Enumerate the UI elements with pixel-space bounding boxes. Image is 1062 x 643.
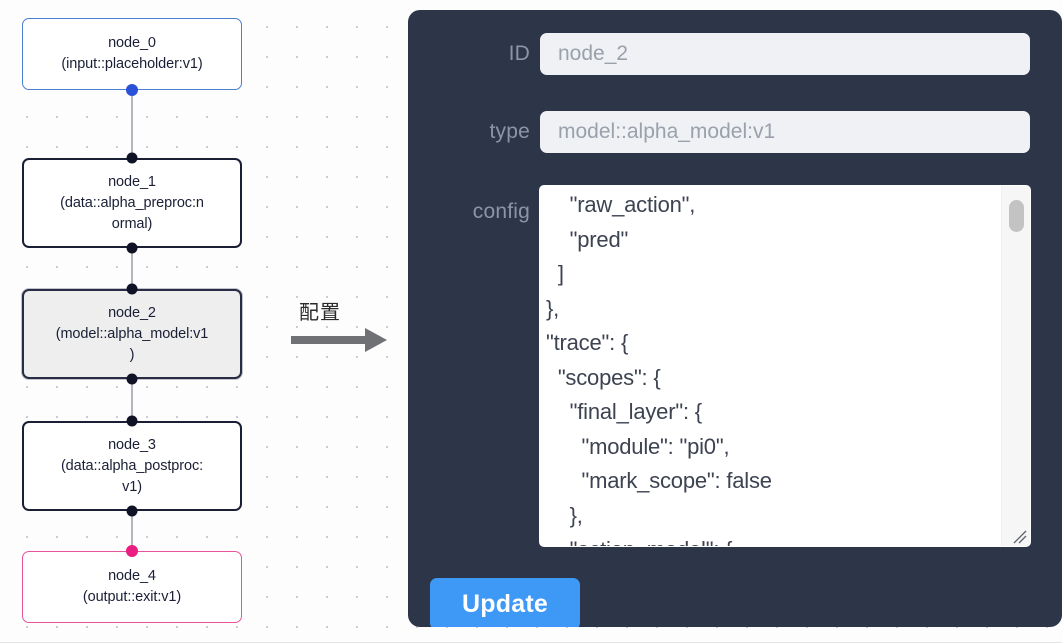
field-row-type: type (408, 111, 1062, 153)
graph-node-node_0[interactable]: node_0 (input::placeholder:v1) (22, 18, 242, 90)
type-input[interactable] (540, 111, 1030, 153)
graph-node-label: node_4 (output::exit:v1) (82, 568, 182, 605)
right-arrow-icon (291, 328, 387, 352)
graph-node-label: node_1 (data::alpha_preproc:n ormal) (60, 173, 204, 232)
resize-grip-icon[interactable] (1010, 527, 1028, 545)
graph-node-node_4[interactable]: node_4 (output::exit:v1) (22, 551, 242, 623)
edge-node0-node1 (131, 88, 133, 160)
annotation-label: 配置 (299, 300, 341, 324)
graph-node-label: node_2 (model::alpha_model:v1 ) (55, 304, 209, 363)
node-inspector-panel: ID type config "raw_action", "pred" ] },… (408, 10, 1062, 627)
node-handle-node_4-target[interactable] (126, 545, 138, 557)
graph-node-node_2[interactable]: node_2 (model::alpha_model:v1 ) (22, 289, 242, 379)
config-textarea[interactable]: "raw_action", "pred" ] }, "trace": { "sc… (546, 192, 772, 546)
node-handle-node_3-target[interactable] (126, 415, 138, 427)
config-field-label: config (472, 200, 530, 223)
node-handle-node_2-source[interactable] (126, 373, 138, 385)
graph-node-node_3[interactable]: node_3 (data::alpha_postproc: v1) (22, 421, 242, 511)
graph-node-node_1[interactable]: node_1 (data::alpha_preproc:n ormal) (22, 158, 242, 248)
node-handle-node_2-target[interactable] (126, 283, 138, 295)
field-row-config: config "raw_action", "pred" ] }, "trace"… (408, 186, 1062, 546)
update-button[interactable]: Update (430, 578, 580, 627)
graph-node-label: node_3 (data::alpha_postproc: v1) (60, 436, 204, 495)
field-row-id: ID (408, 33, 1062, 75)
node-handle-node_1-source[interactable] (126, 242, 138, 254)
edge-node1-node2 (131, 246, 133, 291)
config-textarea-scrollbar[interactable] (1001, 186, 1030, 546)
edge-node2-node3 (131, 377, 133, 423)
edge-node3-node4 (131, 509, 133, 553)
node-handle-node_3-source[interactable] (126, 505, 138, 517)
type-field-label: type (489, 120, 530, 143)
configure-annotation: 配置 (291, 296, 401, 358)
id-input[interactable] (540, 33, 1030, 75)
node-handle-node_0-source[interactable] (126, 84, 138, 96)
scrollbar-thumb[interactable] (1009, 200, 1024, 232)
node-handle-node_1-target[interactable] (126, 152, 138, 164)
config-textarea-wrapper[interactable]: "raw_action", "pred" ] }, "trace": { "sc… (540, 186, 1030, 546)
graph-node-label: node_0 (input::placeholder:v1) (61, 35, 203, 72)
id-field-label: ID (508, 42, 530, 65)
